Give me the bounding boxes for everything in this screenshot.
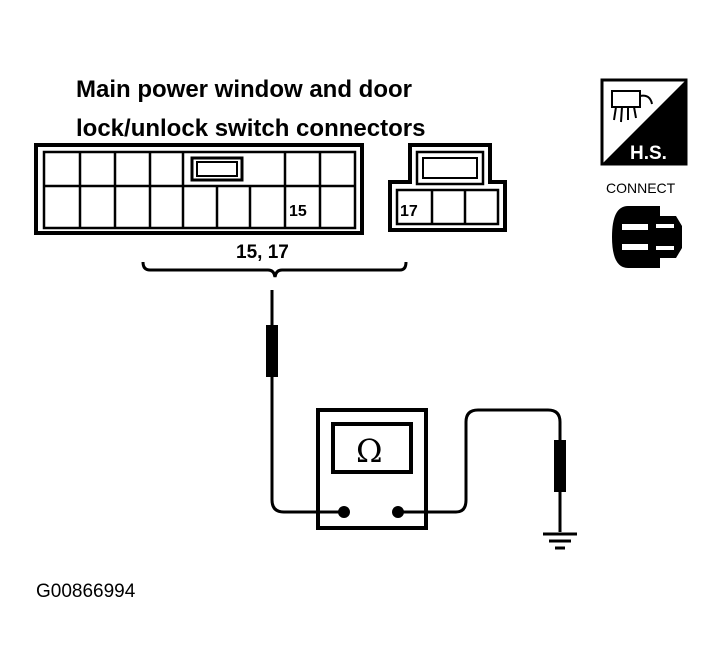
small-connector [388, 143, 507, 232]
main-connector-pin-label: 15 [289, 203, 307, 220]
harness-side-icon [600, 78, 688, 166]
ground-symbol-icon [543, 532, 577, 550]
connect-label: CONNECT [606, 180, 676, 196]
pins-label: 15, 17 [236, 242, 289, 263]
pins-brace [141, 261, 408, 278]
test-probe-icon [554, 440, 566, 532]
ohmmeter-icon [316, 408, 428, 530]
meter-symbol: Ω [356, 432, 383, 470]
main-connector [34, 143, 364, 235]
title-line-2: lock/unlock switch connectors [76, 115, 425, 142]
figure-id: G00866994 [36, 581, 136, 602]
meter-lead-right [398, 408, 562, 514]
connector-connect-icon [612, 206, 682, 268]
title-line-1: Main power window and door [76, 76, 412, 103]
hs-badge-label: H.S. [630, 143, 667, 164]
small-connector-pin-label: 17 [400, 203, 418, 220]
meter-lead-left [270, 377, 342, 514]
test-probe-icon [266, 290, 278, 377]
